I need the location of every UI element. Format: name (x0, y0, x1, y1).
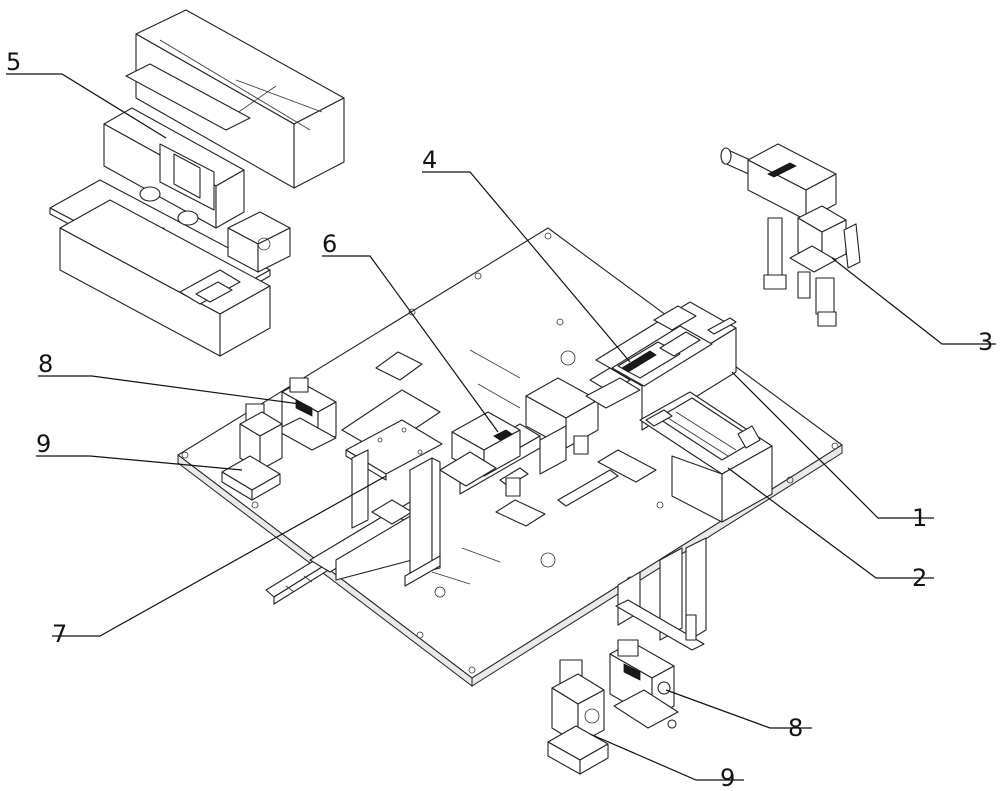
leader-5 (6, 73, 167, 139)
leader-4 (422, 171, 631, 363)
callout-2: 2 (912, 564, 927, 592)
leader-6 (322, 255, 499, 433)
callout-5: 5 (6, 48, 21, 76)
drive-unit-8-detached (609, 639, 679, 729)
detached-module-5 (49, 9, 345, 357)
callout-3: 3 (978, 328, 993, 356)
leader-8b (665, 689, 812, 729)
x-axis-slide (265, 499, 419, 605)
assembly-module-6 (439, 411, 541, 497)
callout-4: 4 (422, 146, 437, 174)
callout-1: 1 (912, 504, 927, 532)
callout-6: 6 (322, 230, 337, 258)
leader-1 (731, 371, 934, 519)
leader-2 (727, 467, 934, 579)
leader-9a (36, 455, 243, 471)
leader-3 (831, 257, 996, 345)
gantry-frame (345, 419, 443, 587)
callout-9-upper: 9 (36, 430, 51, 458)
detached-module-3 (720, 143, 861, 327)
leader-7 (52, 475, 387, 637)
callout-8-upper: 8 (38, 350, 53, 378)
support-legs (615, 537, 707, 651)
drive-unit-9-detached (547, 659, 609, 775)
feed-trough-module (639, 391, 773, 523)
central-block (525, 377, 599, 475)
callout-9-lower: 9 (720, 764, 735, 791)
callout-7: 7 (52, 620, 67, 648)
callout-8-lower: 8 (788, 714, 803, 742)
assembly-module-4 (585, 301, 737, 431)
leader-lines (6, 73, 996, 781)
drive-unit-9-mounted (221, 403, 283, 501)
leader-8a (38, 375, 301, 405)
leader-9b (589, 733, 744, 781)
drive-unit-8-mounted (275, 377, 337, 451)
callout-labels: 5 4 6 3 8 9 1 2 7 8 9 (6, 48, 993, 791)
